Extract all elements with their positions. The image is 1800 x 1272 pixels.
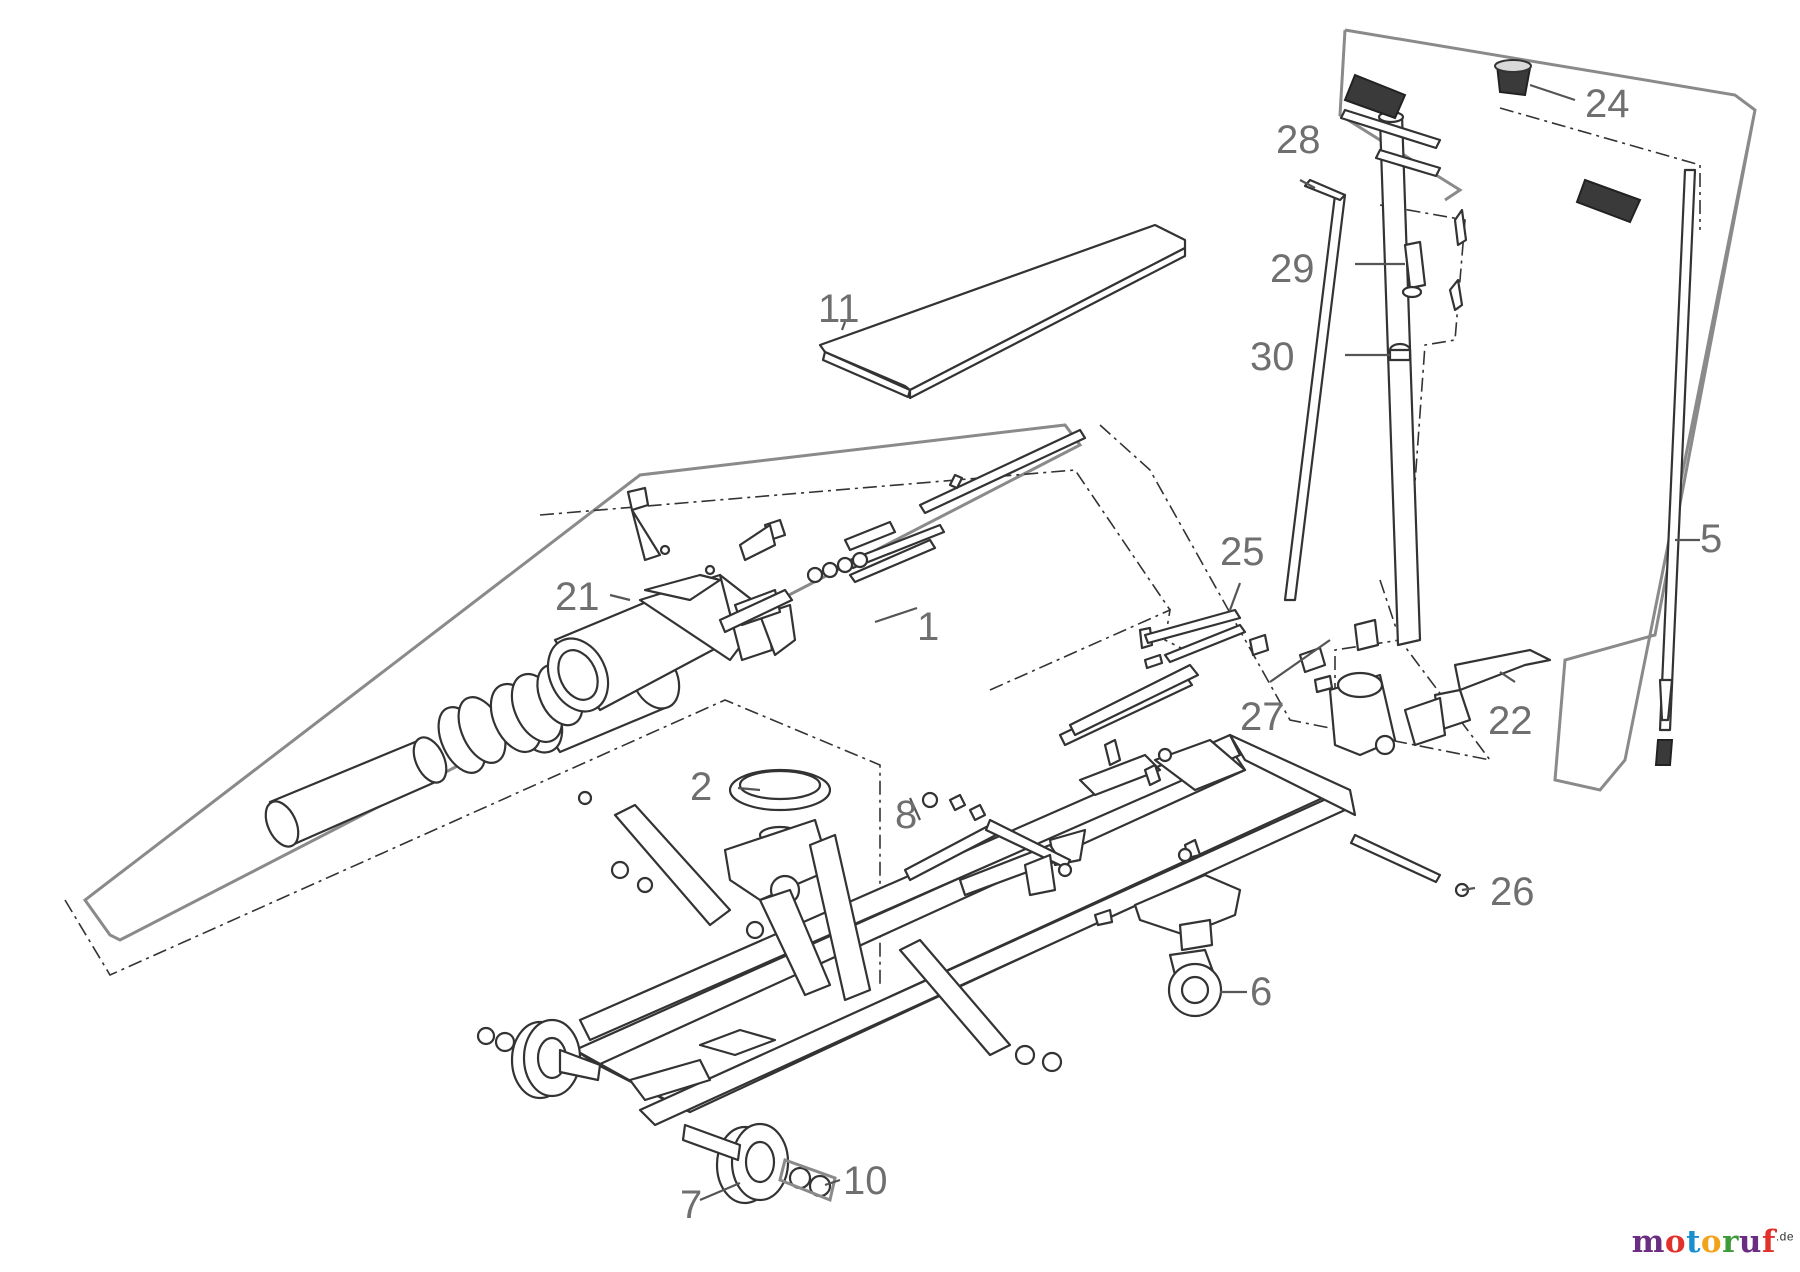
watermark-letter-3: t [1686,1224,1701,1260]
spring-pin-part [1448,208,1468,312]
callout-25: 25 [1220,530,1265,574]
watermark-letter-1: m [1631,1224,1665,1260]
callout-24: 24 [1585,82,1630,126]
pump-body-part [1313,671,1397,757]
watermark-letter-6: u [1738,1224,1762,1260]
callout-1: 1 [917,605,939,649]
callout-22: 22 [1488,699,1533,743]
watermark-letter-7: f [1761,1224,1776,1260]
leader-lines [609,83,1700,1202]
hardware-parts [577,626,1193,1073]
hydraulic-unit-group-outline [82,423,1083,942]
handle-grip-right-part [1575,178,1642,224]
wheel-spacer-group-part [778,1158,837,1203]
bushing-part [1353,342,1412,652]
callout-21: 21 [555,575,600,619]
callout-30: 30 [1250,335,1295,379]
assembly-line-linkage [989,608,1186,691]
release-rod-part [1654,168,1697,766]
spring-part [1401,240,1427,299]
watermark-suffix: .de [1775,1229,1794,1244]
callout-5: 5 [1700,517,1722,561]
watermark-letter-5: r [1722,1224,1739,1260]
release-linkage-part [1058,608,1327,747]
cover-plate-part [818,223,1187,400]
jack-frame-part [573,733,1357,1127]
saddle-part [723,768,832,906]
callout-27: 27 [1240,695,1285,739]
handle-tube-part [1339,108,1442,647]
front-wheel-left-part [476,1018,602,1100]
front-wheel-right-part [681,1122,832,1205]
callout-11: 11 [818,287,860,331]
callout-10: 10 [843,1159,888,1203]
handle-knob-part [1494,59,1532,97]
callout-6: 6 [1250,970,1272,1014]
watermark-logo: motoruf.de [1632,1224,1794,1260]
callout-8: 8 [895,793,917,837]
assembly-line-handle-right [1499,107,1701,230]
caster-wheel-part [1167,918,1223,1018]
axle-rod-part [1349,833,1470,898]
assembly-line-handle [1379,204,1466,621]
callout-labels: 1 2 5 6 7 8 10 11 21 22 24 25 26 27 28 2… [555,82,1722,1227]
callout-28: 28 [1276,118,1321,162]
foot-pedal-part [1403,648,1552,747]
watermark-letter-2: o [1664,1224,1687,1260]
handle-rod-part [1283,178,1347,602]
handle-grip-left-part [1343,73,1407,120]
lift-arms-part [613,803,1012,1057]
handle-group-outline [1344,28,1757,792]
callout-2: 2 [690,765,712,809]
assembly-line-main [64,699,881,985]
callout-29: 29 [1270,247,1315,291]
assembly-line-cyl [539,469,1171,611]
callout-7: 7 [680,1183,702,1227]
assembly-line-rod [1334,579,1402,700]
callout-26: 26 [1490,870,1535,914]
hydraulic-cylinder-part [264,428,1087,848]
spring-linkage-part [903,793,1072,897]
watermark-letter-4: o [1700,1224,1723,1260]
